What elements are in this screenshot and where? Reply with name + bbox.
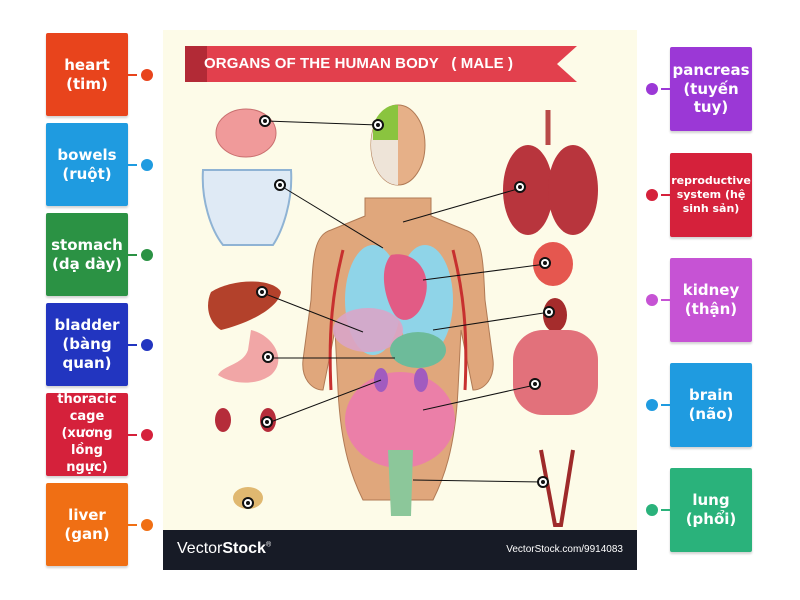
vectorstock-logo: VectorStock® xyxy=(177,540,272,557)
connector-line xyxy=(128,344,137,346)
connector-line xyxy=(661,88,670,90)
tile-label: reproductive system (hệ sinh sản) xyxy=(671,174,751,215)
target-marker-bladder xyxy=(242,497,254,509)
tile-label: kidney (thận) xyxy=(682,281,740,318)
target-marker-reproductive-system xyxy=(537,476,549,488)
tile-label: thoracic cage (xương lồng ngực) xyxy=(57,392,117,475)
answer-tile-reproductive-system[interactable]: reproductive system (hệ sinh sản) xyxy=(670,153,752,237)
tile-label: liver (gan) xyxy=(64,505,110,543)
drop-pin-stomach[interactable] xyxy=(141,249,153,261)
tile-label: bowels (ruột) xyxy=(57,145,117,183)
connector-line xyxy=(128,524,137,526)
target-marker-kidney xyxy=(543,306,555,318)
connector-line xyxy=(661,509,670,511)
drop-pin-thoracic-cage[interactable] xyxy=(141,429,153,441)
tile-label: pancreas (tuyến tuy) xyxy=(672,60,750,117)
connector-line xyxy=(661,404,670,406)
answer-tile-pancreas[interactable]: pancreas (tuyến tuy) xyxy=(670,47,752,131)
target-marker-bowels xyxy=(529,378,541,390)
drop-pin-liver[interactable] xyxy=(141,519,153,531)
answer-tile-bladder[interactable]: bladder (bàng quan) xyxy=(46,303,128,386)
drop-pin-bladder[interactable] xyxy=(141,339,153,351)
drop-pin-pancreas[interactable] xyxy=(646,83,658,95)
target-marker-thoracic-cage xyxy=(274,179,286,191)
tile-label: bladder (bàng quan) xyxy=(54,316,120,372)
target-marker-urinary xyxy=(261,416,273,428)
watermark-url: VectorStock.com/9914083 xyxy=(506,544,623,555)
target-marker-brain xyxy=(259,115,271,127)
target-marker-heart xyxy=(539,257,551,269)
answer-tile-brain[interactable]: brain (não) xyxy=(670,363,752,447)
title-banner xyxy=(185,46,577,82)
connector-line xyxy=(661,299,670,301)
answer-tile-bowels[interactable]: bowels (ruột) xyxy=(46,123,128,206)
tile-label: brain (não) xyxy=(688,386,734,423)
drop-pin-brain[interactable] xyxy=(646,399,658,411)
answer-tile-lung[interactable]: lung (phổi) xyxy=(670,468,752,552)
tile-label: lung (phổi) xyxy=(685,491,737,528)
drop-pin-kidney[interactable] xyxy=(646,294,658,306)
connector-line xyxy=(128,74,137,76)
connector-line xyxy=(128,434,137,436)
watermark-footer: VectorStock® VectorStock.com/9914083 xyxy=(163,530,637,570)
drop-pin-heart[interactable] xyxy=(141,69,153,81)
target-marker-lung xyxy=(514,181,526,193)
tile-label: heart (tim) xyxy=(64,55,110,93)
target-marker-head xyxy=(372,119,384,131)
body-illustration xyxy=(201,104,598,527)
anatomy-diagram: ORGANS OF THE HUMAN BODY ( MALE ) xyxy=(163,30,637,570)
target-marker-stomach xyxy=(262,351,274,363)
connector-line xyxy=(661,194,670,196)
diagram-title: ORGANS OF THE HUMAN BODY ( MALE ) xyxy=(204,55,514,72)
tile-label: stomach (dạ dày) xyxy=(51,235,123,273)
connector-line xyxy=(128,254,137,256)
connector-line xyxy=(128,164,137,166)
answer-tile-heart[interactable]: heart (tim) xyxy=(46,33,128,116)
drop-pin-lung[interactable] xyxy=(646,504,658,516)
drop-pin-bowels[interactable] xyxy=(141,159,153,171)
answer-tile-liver[interactable]: liver (gan) xyxy=(46,483,128,566)
answer-tile-kidney[interactable]: kidney (thận) xyxy=(670,258,752,342)
target-marker-liver xyxy=(256,286,268,298)
answer-tile-thoracic-cage[interactable]: thoracic cage (xương lồng ngực) xyxy=(46,392,128,476)
answer-tile-stomach[interactable]: stomach (dạ dày) xyxy=(46,213,128,296)
drop-pin-reproductive-system[interactable] xyxy=(646,189,658,201)
